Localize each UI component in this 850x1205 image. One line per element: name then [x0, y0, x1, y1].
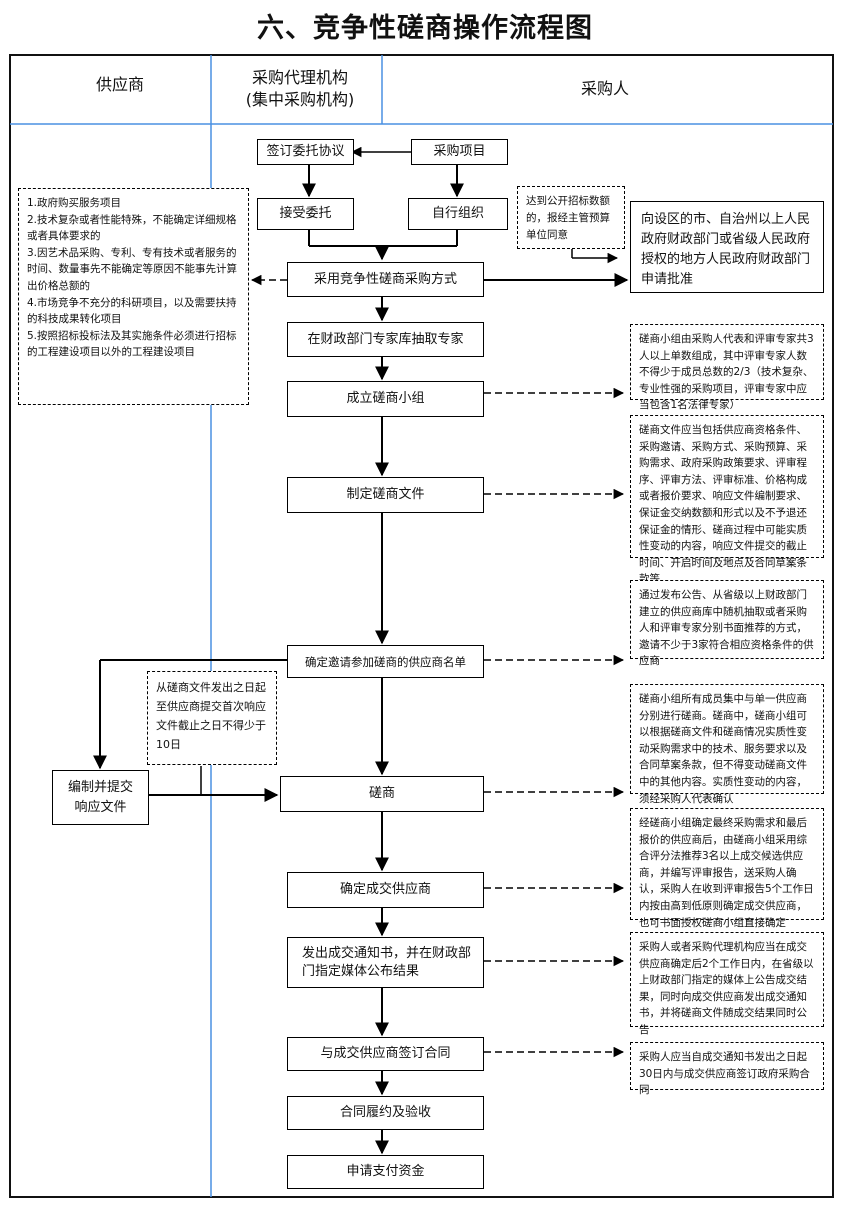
- box-perform-accept[interactable]: 合同履约及验收: [287, 1096, 484, 1130]
- box-determine-list[interactable]: 确定邀请参加磋商的供应商名单: [287, 645, 484, 678]
- note-invite-rule: 通过发布公告、从省级以上财政部门建立的供应商库中随机抽取或者采购人和评审专家分别…: [630, 580, 824, 667]
- condition-item: 3.因艺术品采购、专利、专有技术或者服务的时间、数量事先不能确定等原因不能事先计…: [27, 246, 237, 292]
- box-determine-winner[interactable]: 确定成交供应商: [287, 872, 484, 908]
- note-winner-rule: 经磋商小组确定最终采购需求和最后报价的供应商后，由磋商小组采用综合评分法推荐3名…: [630, 808, 824, 929]
- condition-item: 1.政府购买服务项目: [27, 197, 122, 209]
- box-issue-notice[interactable]: 发出成交通知书，并在财政部门指定媒体公布结果: [287, 937, 484, 988]
- lane-header-agency: 采购代理机构 (集中采购机构): [220, 67, 380, 111]
- note-applicable-conditions: 1.政府购买服务项目 2.技术复杂或者性能特殊，不能确定详细规格或者具体要求的 …: [18, 188, 249, 405]
- lane-header-agency-line2: (集中采购机构): [245, 90, 355, 109]
- box-sign-contract[interactable]: 与成交供应商签订合同: [287, 1037, 484, 1071]
- box-procurement-project[interactable]: 采购项目: [411, 139, 508, 165]
- box-negotiate[interactable]: 磋商: [280, 776, 484, 812]
- lane-header-purchaser: 采购人: [580, 79, 629, 98]
- condition-item: 4.市场竞争不充分的科研项目，以及需要扶持的科技成果转化项目: [27, 296, 237, 326]
- box-draw-experts[interactable]: 在财政部门专家库抽取专家: [287, 322, 484, 357]
- note-approval: 向设区的市、自治州以上人民政府财政部门或省级人民政府授权的地方人民政府财政部门申…: [630, 201, 824, 293]
- box-apply-payment[interactable]: 申请支付资金: [287, 1155, 484, 1189]
- box-self-organize[interactable]: 自行组织: [408, 198, 508, 230]
- note-team-rule: 磋商小组由采购人代表和评审专家共3人以上单数组成，其中评审专家人数不得少于成员总…: [630, 324, 824, 411]
- box-form-team[interactable]: 成立磋商小组: [287, 381, 484, 417]
- condition-item: 5.按照招标投标法及其实施条件必须进行招标的工程建设项目以外的工程建设项目: [27, 329, 237, 359]
- box-sign-agreement[interactable]: 签订委托协议: [257, 139, 354, 165]
- note-threshold: 达到公开招标数额的，报经主管预算单位同意: [517, 186, 625, 249]
- note-negotiate-rule: 磋商小组所有成员集中与单一供应商分别进行磋商。磋商中，磋商小组可以根据磋商文件和…: [630, 684, 824, 805]
- note-doc-contents: 磋商文件应当包括供应商资格条件、采购邀请、采购方式、采购预算、采购需求、政府采购…: [630, 415, 824, 585]
- box-make-doc[interactable]: 制定磋商文件: [287, 477, 484, 513]
- note-notice-rule: 采购人或者采购代理机构应当在成交供应商确定后2个工作日内，在省级以上财政部门指定…: [630, 932, 824, 1036]
- condition-item: 2.技术复杂或者性能特殊，不能确定详细规格或者具体要求的: [27, 213, 237, 243]
- page-title: 六、竞争性磋商操作流程图: [257, 13, 593, 44]
- note-contract-rule: 采购人应当自成交通知书发出之日起30日内与成交供应商签订政府采购合同: [630, 1042, 824, 1096]
- lane-header-agency-line1: 采购代理机构: [251, 68, 348, 87]
- box-prepare-submit[interactable]: 编制并提交响应文件: [52, 770, 149, 825]
- note-deadline: 从磋商文件发出之日起至供应商提交首次响应文件截止之日不得少于10日: [147, 671, 277, 765]
- lane-header-supplier: 供应商: [95, 75, 144, 94]
- box-accept-entrust[interactable]: 接受委托: [257, 198, 354, 230]
- box-adopt-method[interactable]: 采用竞争性磋商采购方式: [287, 262, 484, 297]
